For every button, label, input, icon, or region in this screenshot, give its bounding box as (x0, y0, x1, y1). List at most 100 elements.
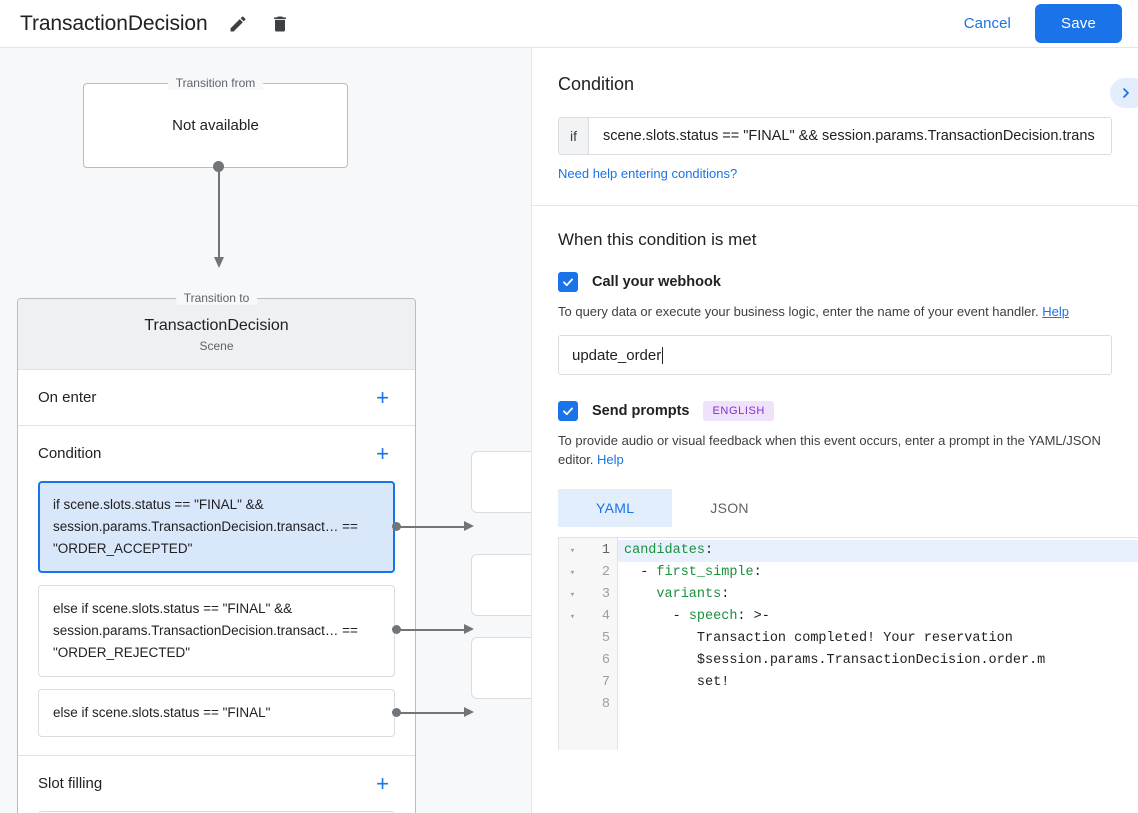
scene-graph-canvas[interactable]: Transition from Not available Transition… (0, 48, 531, 813)
webhook-description-text: To query data or execute your business l… (558, 304, 1039, 319)
call-webhook-label: Call your webhook (592, 274, 721, 290)
webhook-handler-value: update_order (572, 346, 662, 364)
fold-marker (559, 694, 586, 716)
editor-line[interactable] (618, 694, 1138, 716)
condition-help-link[interactable]: Need help entering conditions? (558, 166, 738, 181)
editor-line[interactable]: set! (624, 675, 730, 690)
connector-dot (392, 708, 401, 717)
top-bar-actions: Cancel Save (950, 4, 1138, 43)
chevron-right-icon[interactable] (1110, 78, 1138, 108)
editor-format-tabs: YAML JSON (558, 489, 1112, 527)
webhook-handler-input[interactable]: update_order (558, 335, 1112, 375)
fold-marker[interactable]: ▾ (569, 546, 576, 556)
pencil-icon[interactable] (226, 12, 250, 36)
add-condition-button[interactable]: + (376, 440, 389, 466)
text-caret (662, 346, 664, 364)
editor-line-numbers: 1 2 3 4 5 6 7 8 (586, 538, 618, 750)
add-slot-filling-button[interactable]: + (376, 770, 389, 796)
connector-line (400, 629, 465, 631)
when-condition-met-section: When this condition is met Call your web… (532, 206, 1138, 527)
trash-icon[interactable] (268, 12, 292, 36)
top-bar: TransactionDecision Cancel Save (0, 0, 1138, 48)
connector-arrow-icon (464, 624, 474, 634)
language-badge: ENGLISH (703, 401, 774, 421)
transition-from-value: Not available (172, 117, 259, 134)
arrow-head-icon (213, 257, 224, 268)
add-on-enter-button[interactable]: + (376, 384, 389, 410)
connector-dot (392, 625, 401, 634)
condition-expression-input[interactable]: scene.slots.status == "FINAL" && session… (589, 118, 1111, 154)
section-title-slot-filling: Slot filling (38, 775, 103, 792)
transition-from-legend: Transition from (167, 76, 264, 90)
condition-item-0[interactable]: if scene.slots.status == "FINAL" && sess… (38, 481, 395, 573)
transition-target-box-2[interactable] (471, 637, 531, 699)
tab-yaml[interactable]: YAML (558, 489, 673, 527)
section-condition: Condition + if scene.slots.status == "FI… (18, 426, 415, 756)
condition-if-prefix: if (559, 118, 589, 154)
condition-expression-row[interactable]: if scene.slots.status == "FINAL" && sess… (558, 117, 1112, 155)
details-panel: Condition if scene.slots.status == "FINA… (531, 48, 1138, 813)
section-on-enter: On enter + (18, 370, 415, 426)
line-number: 3 (601, 587, 610, 602)
call-webhook-checkbox[interactable] (558, 272, 578, 292)
transition-target-box-0[interactable] (471, 451, 531, 513)
webhook-help-link[interactable]: Help (1042, 304, 1069, 319)
fold-marker[interactable]: ▾ (569, 612, 576, 622)
send-prompts-checkbox[interactable] (558, 401, 578, 421)
condition-panel-title: Condition (558, 74, 635, 94)
editor-fold-gutter[interactable]: ▾ ▾ ▾ ▾ (559, 538, 586, 750)
prompts-description-text: To provide audio or visual feedback when… (558, 433, 1101, 467)
transition-target-box-1[interactable] (471, 554, 531, 616)
line-number: 5 (601, 631, 610, 646)
connector-line (400, 712, 465, 714)
condition-item-2[interactable]: else if scene.slots.status == "FINAL" (38, 689, 395, 737)
editor-line[interactable]: $session.params.TransactionDecision.orde… (624, 653, 1046, 668)
send-prompts-row: Send prompts ENGLISH (558, 401, 1112, 421)
editor-line[interactable]: - first_simple: (624, 565, 762, 580)
arrow-dot (213, 161, 224, 172)
line-number: 1 (601, 543, 610, 558)
editor-line[interactable]: candidates: (618, 540, 1138, 562)
connector-arrow-icon (464, 521, 474, 531)
condition-item-1[interactable]: else if scene.slots.status == "FINAL" &&… (38, 585, 395, 677)
fold-marker (559, 672, 586, 694)
yaml-editor[interactable]: ▾ ▾ ▾ ▾ 1 2 3 4 5 6 7 8 candidates: - fi… (558, 537, 1138, 750)
editor-code-area[interactable]: candidates: - first_simple: variants: - … (618, 538, 1138, 750)
transition-to-card: Transition to TransactionDecision Scene … (17, 291, 416, 813)
connector-arrow-icon (464, 707, 474, 717)
section-title-condition: Condition (38, 445, 102, 462)
fold-marker[interactable]: ▾ (569, 590, 576, 600)
fold-marker (559, 628, 586, 650)
scene-type: Scene (199, 339, 234, 353)
scene-header: TransactionDecision Scene (18, 299, 415, 370)
prompts-help-link[interactable]: Help (597, 452, 624, 467)
editor-line[interactable]: variants: (656, 587, 730, 602)
scene-name: TransactionDecision (144, 317, 289, 334)
fold-marker[interactable]: ▾ (569, 568, 576, 578)
connector-2 (392, 707, 531, 719)
editor-line[interactable]: Transaction completed! Your reservation (624, 631, 1013, 646)
line-number: 2 (601, 565, 610, 580)
connector-0 (392, 521, 531, 533)
webhook-description: To query data or execute your business l… (558, 302, 1112, 321)
save-button[interactable]: Save (1035, 4, 1122, 43)
send-prompts-label: Send prompts (592, 403, 690, 419)
transition-from-box: Transition from Not available (83, 76, 348, 168)
arrow-line (218, 167, 220, 259)
page-title: TransactionDecision (20, 11, 208, 35)
transition-arrow (210, 161, 224, 271)
tab-json[interactable]: JSON (710, 500, 749, 516)
editor-line[interactable]: - speech: >- (624, 609, 770, 624)
transition-to-legend: Transition to (175, 291, 258, 305)
section-title-on-enter: On enter (38, 389, 97, 406)
cancel-button[interactable]: Cancel (950, 7, 1025, 40)
fold-marker (559, 650, 586, 672)
section-slot-filling: Slot filling + Slot validation (18, 756, 415, 813)
when-condition-met-heading: When this condition is met (558, 230, 757, 249)
line-number: 8 (601, 697, 610, 712)
connector-1 (392, 624, 531, 636)
line-number: 6 (601, 653, 610, 668)
call-webhook-row: Call your webhook (558, 272, 1112, 292)
prompts-description: To provide audio or visual feedback when… (558, 431, 1112, 469)
line-number: 7 (601, 675, 610, 690)
